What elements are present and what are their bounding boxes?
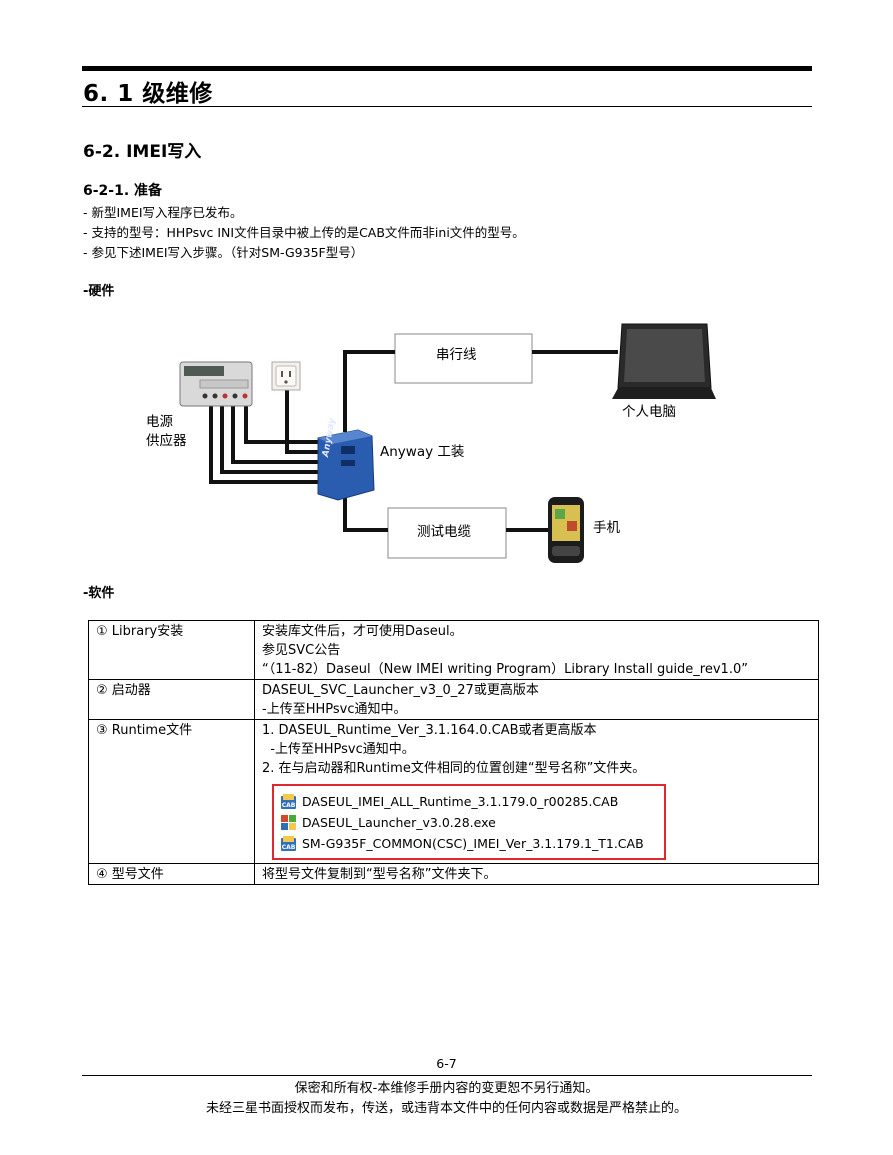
psu-line-3 [220, 404, 318, 474]
file-name: DASEUL_Launcher_v3.0.28.exe [302, 815, 496, 830]
content-line: 安装库文件后，才可使用Daseul。 [262, 624, 463, 639]
svg-text:CAB: CAB [282, 844, 296, 851]
footer-notice-1: 保密和所有权-本维修手册内容的变更恕不另行通知。 [294, 1081, 599, 1096]
psu-line-2 [231, 404, 318, 464]
content-line: 参见SVC公告 [262, 643, 341, 658]
power-supply-graphic [179, 361, 253, 407]
test-cable-label: 测试电缆 [417, 524, 471, 540]
software-table: ① Library安装 安装库文件后，才可使用Daseul。 参见SVC公告 “… [88, 620, 819, 885]
content-line: “（11-82）Daseul（New IMEI writing Program）… [262, 662, 748, 677]
bullet-2: - 支持的型号：HHPsvc INI文件目录中被上传的是CAB文件而非ini文件… [83, 225, 525, 240]
file-name: SM-G935F_COMMON(CSC)_IMEI_Ver_3.1.179.1_… [302, 836, 644, 851]
connection-lines [209, 350, 618, 532]
outlet-to-jig-line [285, 388, 318, 454]
serial-label: 串行线 [436, 347, 477, 363]
subsection-title: 6-2-1. 准备 [83, 183, 163, 199]
row-content-library: 安装库文件后，才可使用Daseul。 参见SVC公告 “（11-82）Daseu… [254, 620, 819, 680]
header-top-rule [82, 66, 812, 71]
hardware-label: -硬件 [83, 284, 115, 299]
table-row: ② 启动器 DASEUL_SVC_Launcher_v3_0_27或更高版本 -… [88, 679, 819, 720]
exe-icon [281, 815, 296, 830]
anyway-jig-graphic [317, 429, 375, 501]
cab-icon: CAB [281, 836, 296, 851]
psu-line-1 [244, 400, 318, 444]
content-line: 2. 在与启动器和Runtime文件相同的位置创建“型号名称”文件夹。 [262, 761, 646, 776]
row-content-runtime: 1. DASEUL_Runtime_Ver_3.1.164.0.CAB或者更高版… [254, 719, 819, 864]
footer-rule [82, 1075, 812, 1076]
row-content-launcher: DASEUL_SVC_Launcher_v3_0_27或更高版本 -上传至HHP… [254, 679, 819, 720]
jig-to-serial-line [343, 350, 395, 432]
svg-text:CAB: CAB [282, 802, 296, 809]
row-name-launcher: ② 启动器 [88, 679, 255, 720]
psu-label-line1: 电源 [146, 414, 173, 430]
table-row: ① Library安装 安装库文件后，才可使用Daseul。 参见SVC公告 “… [88, 620, 819, 680]
page-title: 6. 1 级维修 [83, 81, 213, 107]
anyway-jig-label: Anyway 工装 [380, 444, 465, 460]
bullet-3: - 参见下述IMEI写入步骤。（针对SM-G935F型号） [83, 245, 364, 260]
content-line: 1. DASEUL_Runtime_Ver_3.1.164.0.CAB或者更高版… [262, 723, 597, 738]
serial-box [394, 333, 533, 384]
header-bottom-rule [82, 106, 812, 107]
row-name-runtime: ③ Runtime文件 [88, 719, 255, 864]
file-name: DASEUL_IMEI_ALL_Runtime_3.1.179.0_r00285… [302, 794, 619, 809]
file-row[interactable]: CAB SM-G935F_COMMON(CSC)_IMEI_Ver_3.1.17… [280, 833, 658, 854]
psu-label-line2: 供应器 [146, 433, 187, 449]
software-label: -软件 [83, 586, 115, 601]
file-row[interactable]: DASEUL_Launcher_v3.0.28.exe [280, 812, 658, 833]
psu-line-4 [209, 404, 318, 484]
cable-box [387, 507, 507, 559]
phone-graphic [548, 497, 584, 563]
table-row: ③ Runtime文件 1. DASEUL_Runtime_Ver_3.1.16… [88, 719, 819, 864]
footer-notice-2: 未经三星书面授权而发布，传送，或违背本文件中的任何内容或数据是严格禁止的。 [205, 1101, 687, 1116]
pc-label: 个人电脑 [622, 404, 676, 420]
laptop-graphic [612, 323, 716, 399]
content-line: -上传至HHPsvc通知中。 [262, 742, 415, 757]
page-number: 6-7 [436, 1056, 457, 1071]
wall-outlet-graphic [271, 361, 301, 391]
file-list-screenshot: CAB DASEUL_IMEI_ALL_Runtime_3.1.179.0_r0… [272, 784, 666, 860]
table-row: ④ 型号文件 将型号文件复制到“型号名称”文件夹下。 [88, 863, 819, 885]
row-name-library: ① Library安装 [88, 620, 255, 680]
jig-to-cable-line [343, 498, 388, 532]
content-line: DASEUL_SVC_Launcher_v3_0_27或更高版本 [262, 683, 539, 698]
row-name-model: ④ 型号文件 [88, 863, 255, 885]
content-line: -上传至HHPsvc通知中。 [262, 702, 407, 717]
bullet-1: - 新型IMEI写入程序已发布。 [83, 205, 243, 220]
row-content-model: 将型号文件复制到“型号名称”文件夹下。 [254, 863, 819, 885]
cab-icon: CAB [281, 794, 296, 809]
content-line: 将型号文件复制到“型号名称”文件夹下。 [262, 867, 497, 882]
file-row[interactable]: CAB DASEUL_IMEI_ALL_Runtime_3.1.179.0_r0… [280, 791, 658, 812]
section-title: 6-2. IMEI写入 [83, 142, 202, 162]
phone-label: 手机 [593, 520, 620, 536]
